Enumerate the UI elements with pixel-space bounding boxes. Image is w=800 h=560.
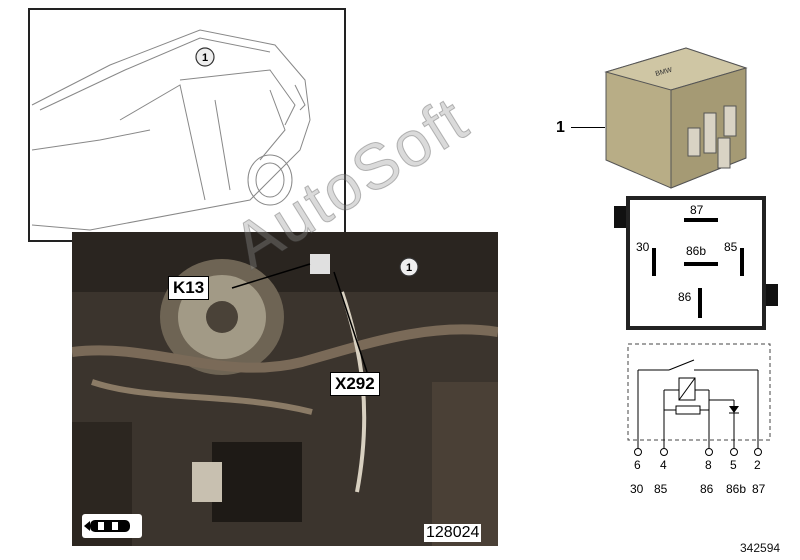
pin-86-bar: [698, 288, 702, 318]
car-location-inset: 1: [28, 8, 346, 242]
schematic-pin-circles: [634, 444, 774, 456]
pinout-tab-right: [766, 284, 778, 306]
svg-text:BMW: BMW: [655, 67, 674, 78]
terminal-label: 85: [654, 482, 668, 496]
pinout-tab-left: [614, 206, 626, 228]
k13-label: K13: [168, 276, 210, 300]
relay-schematic: [624, 340, 774, 490]
part-callout-number: 1: [556, 119, 565, 137]
installation-photo: 1 K13 X292 128024: [72, 232, 498, 546]
location-marker-circle: [195, 47, 215, 67]
pin-number: 4: [660, 458, 667, 472]
pin-87-bar: [684, 218, 718, 222]
diagram-id: 342594: [740, 541, 781, 555]
photo-marker-circle: [399, 257, 419, 277]
pin-number: 5: [730, 458, 737, 472]
pin-86b-label: 86b: [686, 244, 707, 258]
inset-marker-text: 1: [202, 52, 208, 64]
pin-86-label: 86: [678, 290, 692, 304]
pin-87-label: 87: [690, 203, 704, 217]
callout-1-label: 1: [556, 119, 565, 136]
photo-marker-text: 1: [406, 262, 412, 274]
callout-leader-line: [571, 127, 605, 128]
relay-pinout-diagram: 87 30 86b 85 86: [626, 196, 766, 330]
pin-85-label: 85: [724, 240, 738, 254]
pin-number: 8: [705, 458, 712, 472]
terminal-label: 87: [752, 482, 766, 496]
terminal-label: 86: [700, 482, 714, 496]
x292-label: X292: [330, 372, 380, 396]
car-direction-icon: [82, 514, 142, 538]
schematic-terminal-labels: 30 85 86 86b 87: [630, 482, 780, 498]
photo-image-number: 128024: [424, 524, 482, 542]
pin-86b-bar: [684, 262, 718, 266]
schematic-pin-numbers: 6 4 8 5 2: [630, 458, 770, 474]
photo-illustration: 1: [72, 232, 498, 546]
terminal-label: 30: [630, 482, 644, 496]
pin-number: 2: [754, 458, 761, 472]
car-outline-drawing: 1: [31, 29, 311, 231]
pin-30-bar: [652, 248, 656, 276]
relay-illustration: BMW: [596, 38, 786, 190]
pin-30-label: 30: [636, 240, 650, 254]
terminal-label: 86b: [726, 482, 747, 496]
pin-number: 6: [634, 458, 641, 472]
pin-85-bar: [740, 248, 744, 276]
